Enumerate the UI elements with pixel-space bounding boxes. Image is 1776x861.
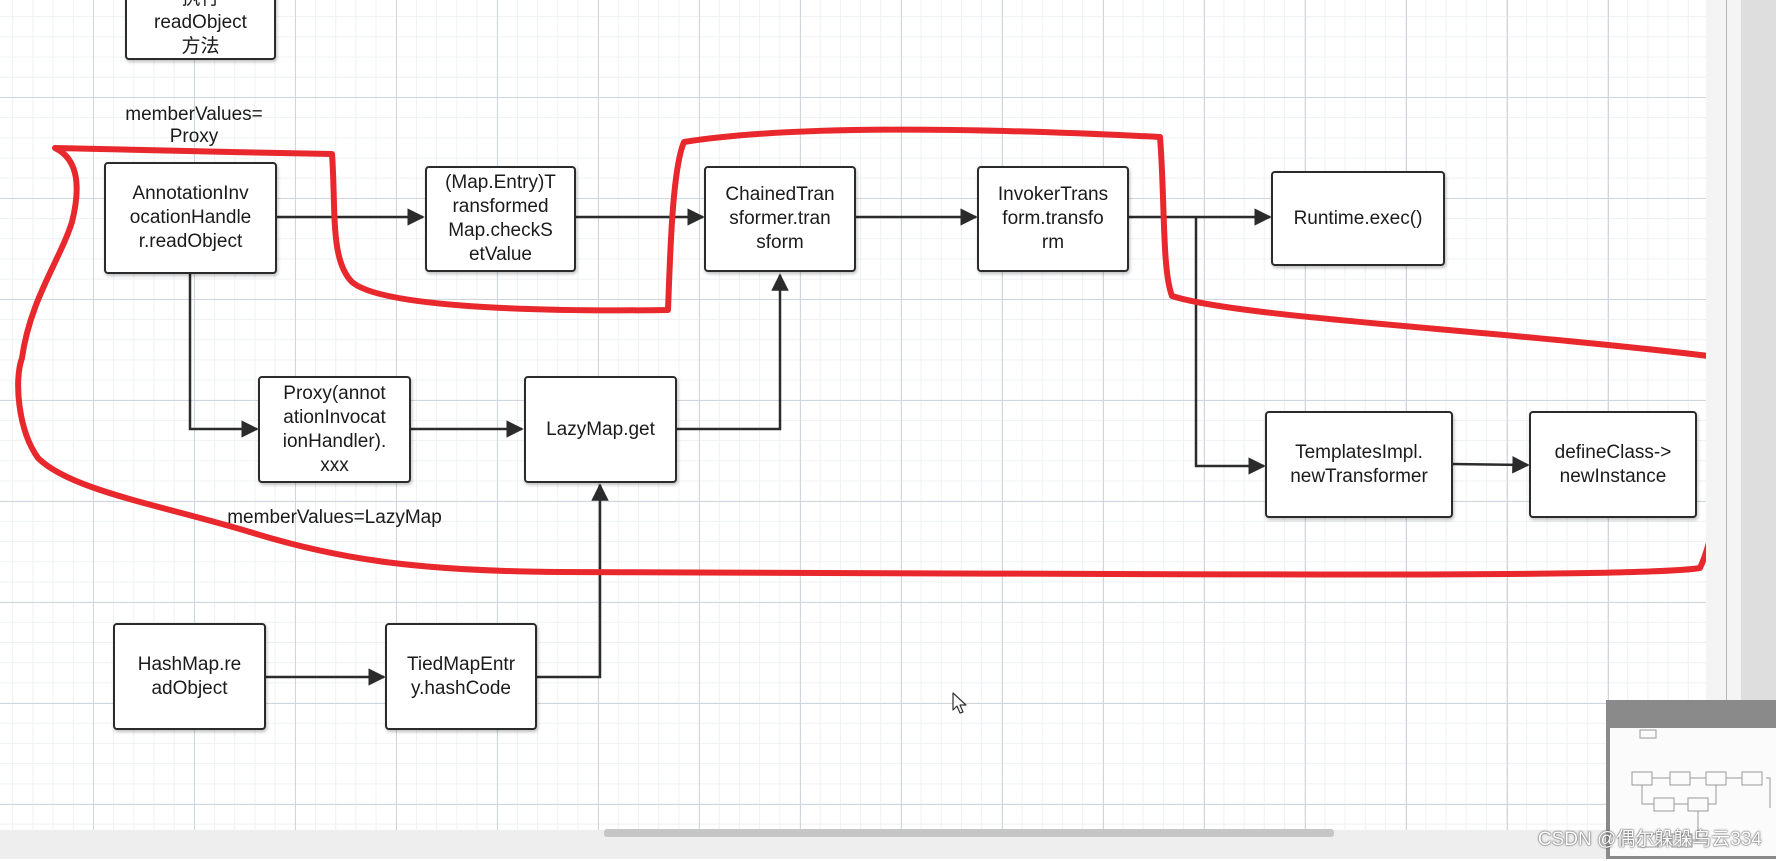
annotation-invocation-handler-text: AnnotationInv ocationHandle r.readObject <box>129 183 252 252</box>
edge-annotation-to-proxy <box>188 273 259 438</box>
defineclass-text: defineClass-> newInstance <box>1554 441 1672 487</box>
member-values-proxy-label: memberValues= Proxy <box>125 104 263 147</box>
vertical-scrollbar[interactable] <box>1741 0 1776 700</box>
mouse-pointer-icon <box>952 692 967 714</box>
red-highlight-outline <box>15 126 1729 578</box>
edge-lazymap-to-chained <box>676 273 789 431</box>
proxy-annotation-text: Proxy(annot ationInvocat ionHandler). xx… <box>282 382 387 476</box>
templatesimpl-text: TemplatesImpl. newTransformer <box>1290 441 1428 487</box>
csdn-watermark: CSDN @偶尔躲躲乌云334 <box>1537 829 1762 850</box>
proxy-annotation-node[interactable]: Proxy(annot ationInvocat ionHandler). xx… <box>258 376 411 483</box>
edge-invoker-to-templates <box>1194 217 1266 475</box>
invoker-transformer-node[interactable]: InvokerTrans form.transfo rm <box>977 166 1129 272</box>
exec-readobject-text: 执行 readObject 方法 <box>154 0 247 57</box>
runtime-exec-node[interactable]: Runtime.exec() <box>1271 171 1445 266</box>
exec-readobject-node[interactable]: 执行 readObject 方法 <box>125 0 276 60</box>
templatesimpl-node[interactable]: TemplatesImpl. newTransformer <box>1265 411 1453 518</box>
lazymap-get-text: LazyMap.get <box>546 418 655 440</box>
edge-templates-to-defineclass <box>1451 456 1530 474</box>
defineclass-node[interactable]: defineClass-> newInstance <box>1529 411 1697 518</box>
chained-transformer-text: ChainedTran sformer.tran sform <box>725 184 835 253</box>
minimap-panel[interactable] <box>1606 700 1776 859</box>
minimap-preview[interactable] <box>1610 728 1776 856</box>
hashmap-readobject-node[interactable]: HashMap.re adObject <box>113 623 266 730</box>
member-values-lazymap-label: memberValues=LazyMap <box>227 507 442 528</box>
tiedmapentry-text: TiedMapEntr y.hashCode <box>406 653 516 699</box>
chained-transformer-node[interactable]: ChainedTran sformer.tran sform <box>704 166 856 272</box>
edge-tiedmap-to-lazymap <box>536 483 609 679</box>
right-gutter-divider <box>1726 0 1727 705</box>
checksetvalue-node[interactable]: (Map.Entry)T ransformed Map.checkS etVal… <box>425 166 576 272</box>
minimap-thumbnail <box>1631 729 1771 848</box>
runtime-exec-text: Runtime.exec() <box>1293 207 1423 229</box>
checksetvalue-text: (Map.Entry)T ransformed Map.checkS etVal… <box>445 172 556 265</box>
annotation-invocation-handler-node[interactable]: AnnotationInv ocationHandle r.readObject <box>104 162 277 274</box>
horizontal-scroll-thumb[interactable] <box>604 829 1334 837</box>
lazymap-get-node[interactable]: LazyMap.get <box>524 376 677 483</box>
tiedmapentry-node[interactable]: TiedMapEntr y.hashCode <box>385 623 537 730</box>
invoker-transformer-text: InvokerTrans form.transfo rm <box>997 184 1109 253</box>
hashmap-readobject-text: HashMap.re adObject <box>137 653 242 699</box>
